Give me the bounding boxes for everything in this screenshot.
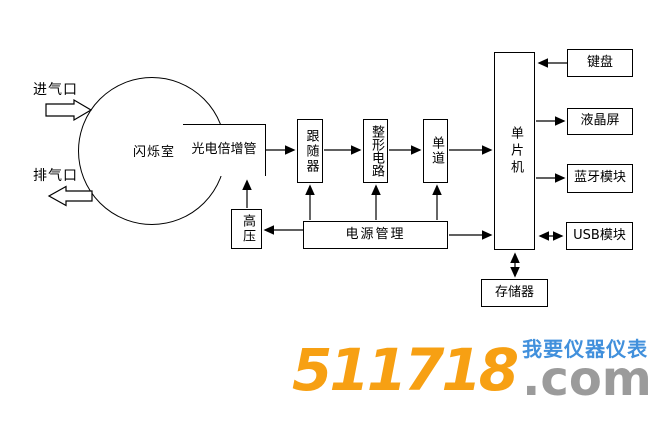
- pmt-block: 光电倍增管: [183, 124, 266, 176]
- watermark-number: 511718: [292, 336, 519, 405]
- watermark: 511718 我要仪器仪表 .com: [292, 336, 652, 407]
- usb-block: USB模块: [566, 222, 633, 250]
- lcd-block: 液晶屏: [567, 108, 633, 135]
- shaping-circuit-block: 整形电路: [363, 119, 388, 183]
- chamber-label: 闪烁室: [133, 145, 176, 160]
- power-management-block: 电源管理: [303, 221, 448, 249]
- outlet-label: 排气口: [33, 168, 78, 184]
- watermark-domain: .com: [522, 351, 652, 407]
- follower-block: 跟随器: [297, 119, 323, 183]
- mcu-block: 单片机: [494, 52, 535, 250]
- outlet-flow-arrow: [47, 185, 93, 207]
- storage-block: 存储器: [481, 279, 548, 307]
- watermark-slogan: 我要仪器仪表: [522, 337, 649, 361]
- bluetooth-block: 蓝牙模块: [567, 164, 633, 193]
- watermark-right-column: 我要仪器仪表 .com: [522, 337, 652, 407]
- keyboard-block: 键盘: [567, 49, 633, 77]
- inlet-flow-arrow: [45, 98, 93, 122]
- high-voltage-block: 高压: [231, 209, 262, 249]
- inlet-label: 进气口: [33, 82, 78, 98]
- single-channel-block: 单道: [423, 119, 448, 183]
